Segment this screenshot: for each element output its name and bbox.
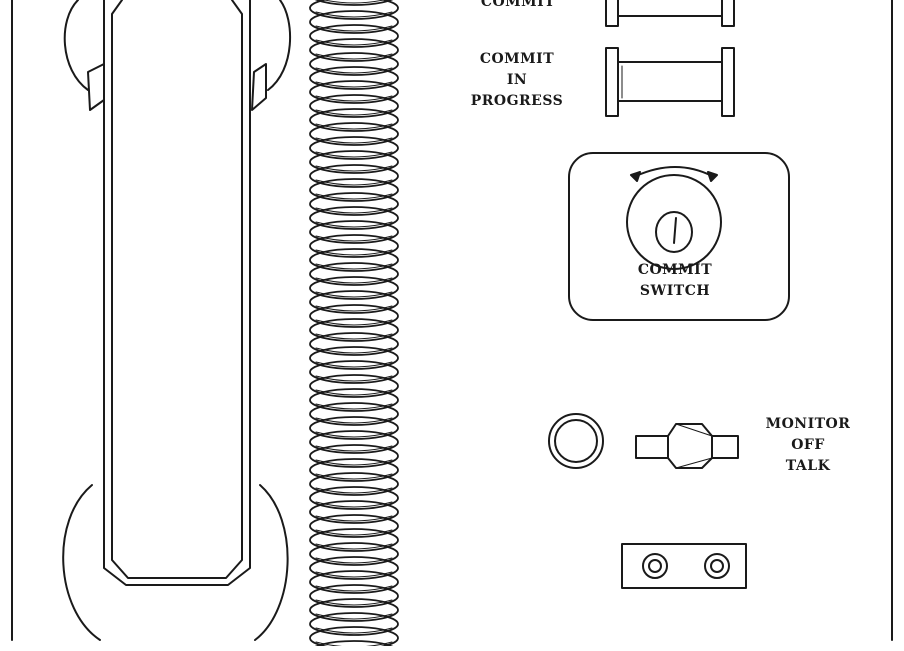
cord-coil: [309, 570, 399, 594]
rotate-right-arrow: [707, 171, 718, 182]
cord-coil: [309, 38, 399, 62]
cord-coil: [309, 514, 399, 538]
cord-coil: [309, 136, 399, 160]
jack-right: [704, 553, 730, 579]
cord-coil: [309, 626, 399, 650]
cord-coil: [309, 472, 399, 496]
cord-coil: [309, 80, 399, 104]
cord-coil: [309, 430, 399, 454]
cord-coil: [309, 206, 399, 230]
cord-coil: [309, 486, 399, 510]
cord-coil: [309, 192, 399, 216]
cord-coil: [309, 542, 399, 566]
headset-jack-plate[interactable]: [621, 543, 747, 589]
cord-coil: [309, 0, 399, 20]
cord-coil: [309, 402, 399, 426]
round-indicator-lamp: [548, 413, 604, 469]
handset-left-clip: [87, 63, 105, 111]
cord-coil: [309, 584, 399, 608]
handset[interactable]: [62, 0, 292, 641]
commit-switch-label: COMMIT SWITCH: [637, 262, 713, 299]
cord-coil: [309, 556, 399, 580]
monitor-off-talk-switch[interactable]: [635, 423, 739, 469]
cord-coil: [309, 108, 399, 132]
commit-switch[interactable]: [568, 152, 790, 321]
cord-coil: [309, 178, 399, 202]
cord-coil: [309, 304, 399, 328]
cord-coil: [309, 24, 399, 48]
cord-coil: [309, 150, 399, 174]
cord-coil: [309, 276, 399, 300]
cord-coil: [309, 640, 399, 651]
cord-coil: [309, 94, 399, 118]
cord-coil: [309, 612, 399, 636]
cord-coil: [309, 360, 399, 384]
cord-coil: [309, 388, 399, 412]
cord-coil: [309, 122, 399, 146]
rotate-left-arrow: [630, 171, 641, 182]
commit-in-progress-label: COMMIT IN PROGRESS: [470, 51, 564, 109]
commit-top-label: COMMIT: [480, 0, 556, 10]
cord-coil: [309, 374, 399, 398]
cord-coil: [309, 500, 399, 524]
handset-bottom-mouthpiece: [62, 484, 289, 641]
handset-body-outer: [103, 0, 251, 586]
cord-coil: [309, 10, 399, 34]
cord-coil: [309, 416, 399, 440]
cord-coil: [309, 346, 399, 370]
handset-body-inner: [111, 0, 243, 579]
handset-right-clip: [251, 63, 267, 111]
cord-coil: [309, 318, 399, 342]
cord-coil: [309, 66, 399, 90]
monitor-off-talk-label: MONITOR OFF TALK: [765, 416, 851, 474]
cord-coil: [309, 598, 399, 622]
cord-coil: [309, 444, 399, 468]
cord-coil: [309, 290, 399, 314]
cord-coil-shade: [322, 0, 386, 4]
handset-top-earpiece: [63, 0, 292, 91]
cord-coil: [309, 332, 399, 356]
coiled-cord: [309, 0, 399, 651]
commit-in-progress-lamp: [605, 47, 735, 117]
cord-coil: [309, 220, 399, 244]
cord-coil: [309, 458, 399, 482]
cord-coil: [309, 248, 399, 272]
keyhole-icon: [655, 211, 693, 253]
cord-coil: [309, 52, 399, 76]
cord-coil: [309, 262, 399, 286]
commit-lamp-top: [605, 0, 735, 27]
cord-coil: [309, 164, 399, 188]
cord-coil: [309, 528, 399, 552]
cord-coil: [314, 0, 394, 6]
cord-coil: [309, 234, 399, 258]
jack-left: [642, 553, 668, 579]
